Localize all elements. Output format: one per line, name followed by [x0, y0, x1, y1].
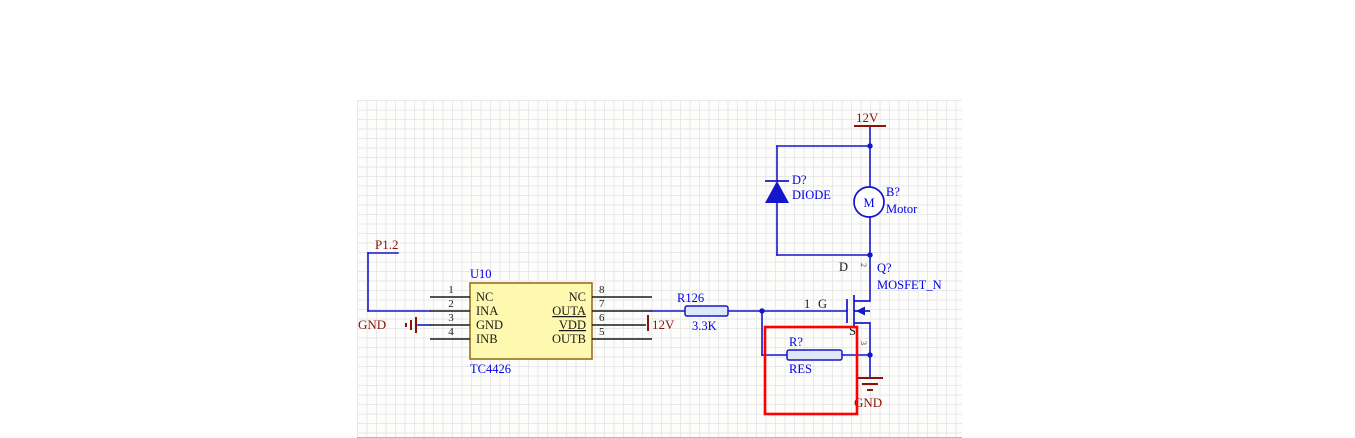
pin-number: 5 — [599, 326, 605, 338]
mosfet-gate-label: G — [818, 297, 827, 311]
junction-dot — [759, 308, 765, 314]
power-port-label: 12V — [652, 317, 675, 332]
power-port-12v-vdd[interactable]: 12V — [647, 315, 675, 332]
diode-d[interactable]: D? DIODE — [765, 173, 831, 203]
motor-circle-icon — [853, 186, 885, 218]
resistor-designator: R? — [789, 335, 803, 349]
mosfet-drain-label: D — [839, 260, 848, 274]
power-port-label: GND — [854, 395, 882, 410]
power-port-label: GND — [358, 317, 386, 332]
motor-b[interactable]: M B? Motor — [853, 185, 918, 218]
resistor-value: 3.3K — [692, 319, 717, 333]
junction-dot — [867, 352, 873, 358]
pin-name: INA — [476, 304, 498, 318]
mosfet-q[interactable]: D 2 1 G S 3 Q? MOSFET_N — [804, 260, 942, 345]
mosfet-source-pin-number: 3 — [859, 341, 868, 345]
junction-dot — [867, 143, 873, 149]
resistor-value: RES — [789, 362, 812, 376]
ic-part-number: TC4426 — [470, 362, 511, 376]
pin-number: 1 — [448, 284, 454, 296]
resistor-r126[interactable]: R126 3.3K — [677, 291, 729, 333]
pin-name: OUTB — [552, 332, 586, 346]
pin-name: NC — [476, 290, 493, 304]
grid-background — [357, 100, 962, 438]
ic-tc4426[interactable]: U10 TC4426 1 2 3 4 NC INA GND INB 8 7 6 … — [430, 267, 652, 376]
power-port-gnd-left[interactable]: GND — [358, 317, 417, 333]
mosfet-designator: Q? — [877, 261, 892, 275]
pin-name: INB — [476, 332, 498, 346]
pin-number: 2 — [448, 298, 454, 310]
pin-name: OUTA — [552, 304, 586, 318]
pin-number: 6 — [599, 312, 605, 324]
resistor-body — [684, 305, 729, 317]
ic-body — [469, 282, 593, 360]
resistor-designator: R126 — [677, 291, 704, 305]
power-port-label: 12V — [856, 110, 879, 125]
mosfet-gate-pin-number: 1 — [804, 297, 810, 311]
pin-name: NC — [569, 290, 586, 304]
mosfet-part: MOSFET_N — [877, 278, 942, 292]
motor-designator: B? — [886, 185, 900, 199]
motor-value: Motor — [886, 202, 918, 216]
motor-letter: M — [863, 196, 874, 210]
resistor-pulldown[interactable]: R? RES — [786, 335, 843, 376]
pin-number: 8 — [599, 284, 605, 296]
diode-designator: D? — [792, 173, 807, 187]
pin-name: GND — [476, 318, 503, 332]
mosfet-drain-pin-number: 2 — [859, 263, 868, 267]
mosfet-source-label: S — [849, 324, 856, 338]
pin-number: 4 — [448, 326, 454, 338]
power-port-12v-top[interactable]: 12V — [854, 110, 886, 127]
highlight-box — [763, 325, 859, 416]
pin-number: 7 — [599, 298, 605, 310]
junction-dot — [867, 252, 873, 258]
diode-triangle — [765, 181, 789, 203]
mosfet-arrow-icon — [856, 306, 865, 316]
ic-designator: U10 — [470, 267, 492, 281]
resistor-body — [786, 349, 843, 361]
power-port-gnd-bottom[interactable]: GND — [854, 377, 883, 410]
pin-number: 3 — [448, 312, 454, 324]
net-label-p1-2[interactable]: P1.2 — [375, 237, 398, 252]
pin-name: VDD — [559, 318, 586, 332]
diode-value: DIODE — [792, 188, 831, 202]
net-label-text: P1.2 — [375, 237, 398, 252]
